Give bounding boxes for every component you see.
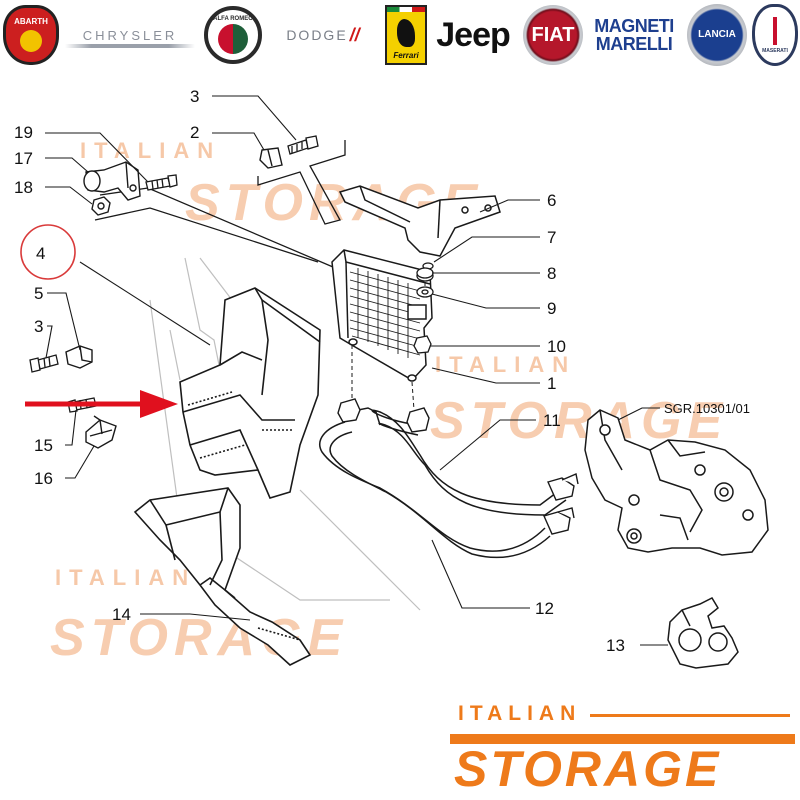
ferrari-logo-text: Ferrari — [393, 51, 419, 60]
lancia-logo: LANCIA — [686, 4, 748, 66]
part-18-nut[interactable] — [91, 196, 111, 216]
footer-logo-main: STORAGE — [454, 741, 722, 797]
chrysler-logo-text: CHRYSLER — [82, 27, 178, 43]
callout-4[interactable]: 4 — [36, 244, 45, 263]
highlight-circle — [20, 224, 76, 280]
trident-icon — [773, 16, 777, 45]
ferrari-logo: Ferrari — [384, 4, 428, 66]
callout-5: 5 — [34, 284, 43, 303]
part-16-clip[interactable] — [85, 415, 117, 449]
part-19-bolt[interactable] — [145, 174, 178, 191]
reference-code: SGR.10301/01 — [664, 401, 750, 416]
alfa-romeo-logo-text: ALFA ROMEO — [213, 16, 253, 22]
chrysler-logo: CHRYSLER — [64, 4, 196, 66]
hose-end-fittings[interactable] — [337, 398, 579, 535]
maserati-logo: MASERATI — [752, 4, 798, 66]
callout-11: 11 — [543, 411, 561, 430]
dodge-stripes-icon: // — [349, 24, 360, 45]
magneti-marelli-logo: MAGNETI MARELLI — [588, 4, 680, 66]
callout-1: 1 — [547, 374, 556, 393]
alfa-crest-icon — [218, 24, 248, 54]
italian-storage-logo: ITALIAN STORAGE — [440, 700, 800, 800]
jeep-logo: Jeep — [430, 4, 516, 66]
part-17-mount[interactable] — [83, 161, 141, 201]
prancing-horse-icon — [397, 19, 415, 47]
part-3-screw-left[interactable] — [29, 354, 59, 373]
part-13-hose-clamp[interactable] — [667, 597, 739, 669]
fiat-logo-text: FIAT — [531, 24, 575, 46]
part-14-lower-duct[interactable] — [133, 487, 312, 666]
watermark-middle-top: ITALIAN — [435, 352, 576, 377]
part-12-oil-hose[interactable] — [319, 421, 551, 559]
watermark-upper-top: ITALIAN — [80, 138, 221, 163]
callout-12: 12 — [535, 599, 554, 618]
alfa-romeo-logo: ALFA ROMEO — [202, 4, 264, 66]
assembly-axes — [351, 282, 426, 411]
fiat-logo: FIAT — [522, 4, 584, 66]
callout-14: 14 — [112, 605, 131, 624]
callout-8: 8 — [547, 264, 556, 283]
jeep-logo-text: Jeep — [436, 16, 510, 54]
callout-7: 7 — [547, 228, 556, 247]
part-3-screw-top[interactable] — [287, 135, 319, 155]
callout-13: 13 — [606, 636, 625, 655]
callout-17: 17 — [14, 149, 33, 168]
part-4-air-duct[interactable] — [179, 287, 321, 499]
magneti-logo-text: MAGNETI — [594, 16, 674, 36]
part-5-clip[interactable] — [65, 345, 93, 369]
callout-6: 6 — [547, 191, 556, 210]
callout-leaders — [45, 95, 668, 646]
callout-9: 9 — [547, 299, 556, 318]
callout-3-left: 3 — [34, 317, 43, 336]
footer-logo-band — [450, 734, 795, 744]
callout-2: 2 — [190, 123, 199, 142]
marelli-logo-text: MARELLI — [595, 34, 673, 54]
italian-flag-icon — [387, 7, 425, 12]
dodge-logo: DODGE// — [268, 4, 378, 66]
brand-logo-bar: ABARTH CHRYSLER ALFA ROMEO DODGE// Ferra… — [0, 0, 800, 70]
callout-18: 18 — [14, 178, 33, 197]
maserati-logo-text: MASERATI — [762, 47, 788, 54]
callout-10: 10 — [547, 337, 566, 356]
part-9-spacer[interactable] — [416, 286, 434, 298]
footer-logo-rule — [590, 714, 790, 717]
lancia-logo-text: LANCIA — [698, 29, 736, 40]
callout-19: 19 — [14, 123, 33, 142]
footer-logo-top: ITALIAN — [458, 702, 582, 725]
abarth-logo-text: ABARTH — [14, 17, 48, 26]
callout-16: 16 — [34, 469, 53, 488]
part-10-fitting[interactable] — [413, 335, 432, 354]
parts-diagram: ITALIAN STORAGE ITALIAN STORAGE ITALIAN … — [0, 70, 800, 800]
cooler-fins — [349, 268, 421, 358]
callout-labels: 3 2 19 17 18 4 5 3 15 16 6 7 8 9 10 1 11… — [14, 87, 750, 655]
engine-block-sgr[interactable] — [584, 409, 769, 556]
scorpion-icon — [20, 30, 42, 52]
abarth-logo: ABARTH — [2, 4, 60, 66]
highlight-arrow — [25, 390, 178, 418]
wing-icon — [65, 44, 195, 48]
callout-3-top: 3 — [190, 87, 199, 106]
watermark-lower-top: ITALIAN — [55, 565, 196, 590]
callout-15: 15 — [34, 436, 53, 455]
part-2-clip[interactable] — [259, 147, 283, 169]
part-1-oil-cooler[interactable] — [331, 249, 433, 382]
dodge-logo-text: DODGE — [286, 27, 348, 43]
part-8-grommet[interactable] — [416, 267, 434, 282]
